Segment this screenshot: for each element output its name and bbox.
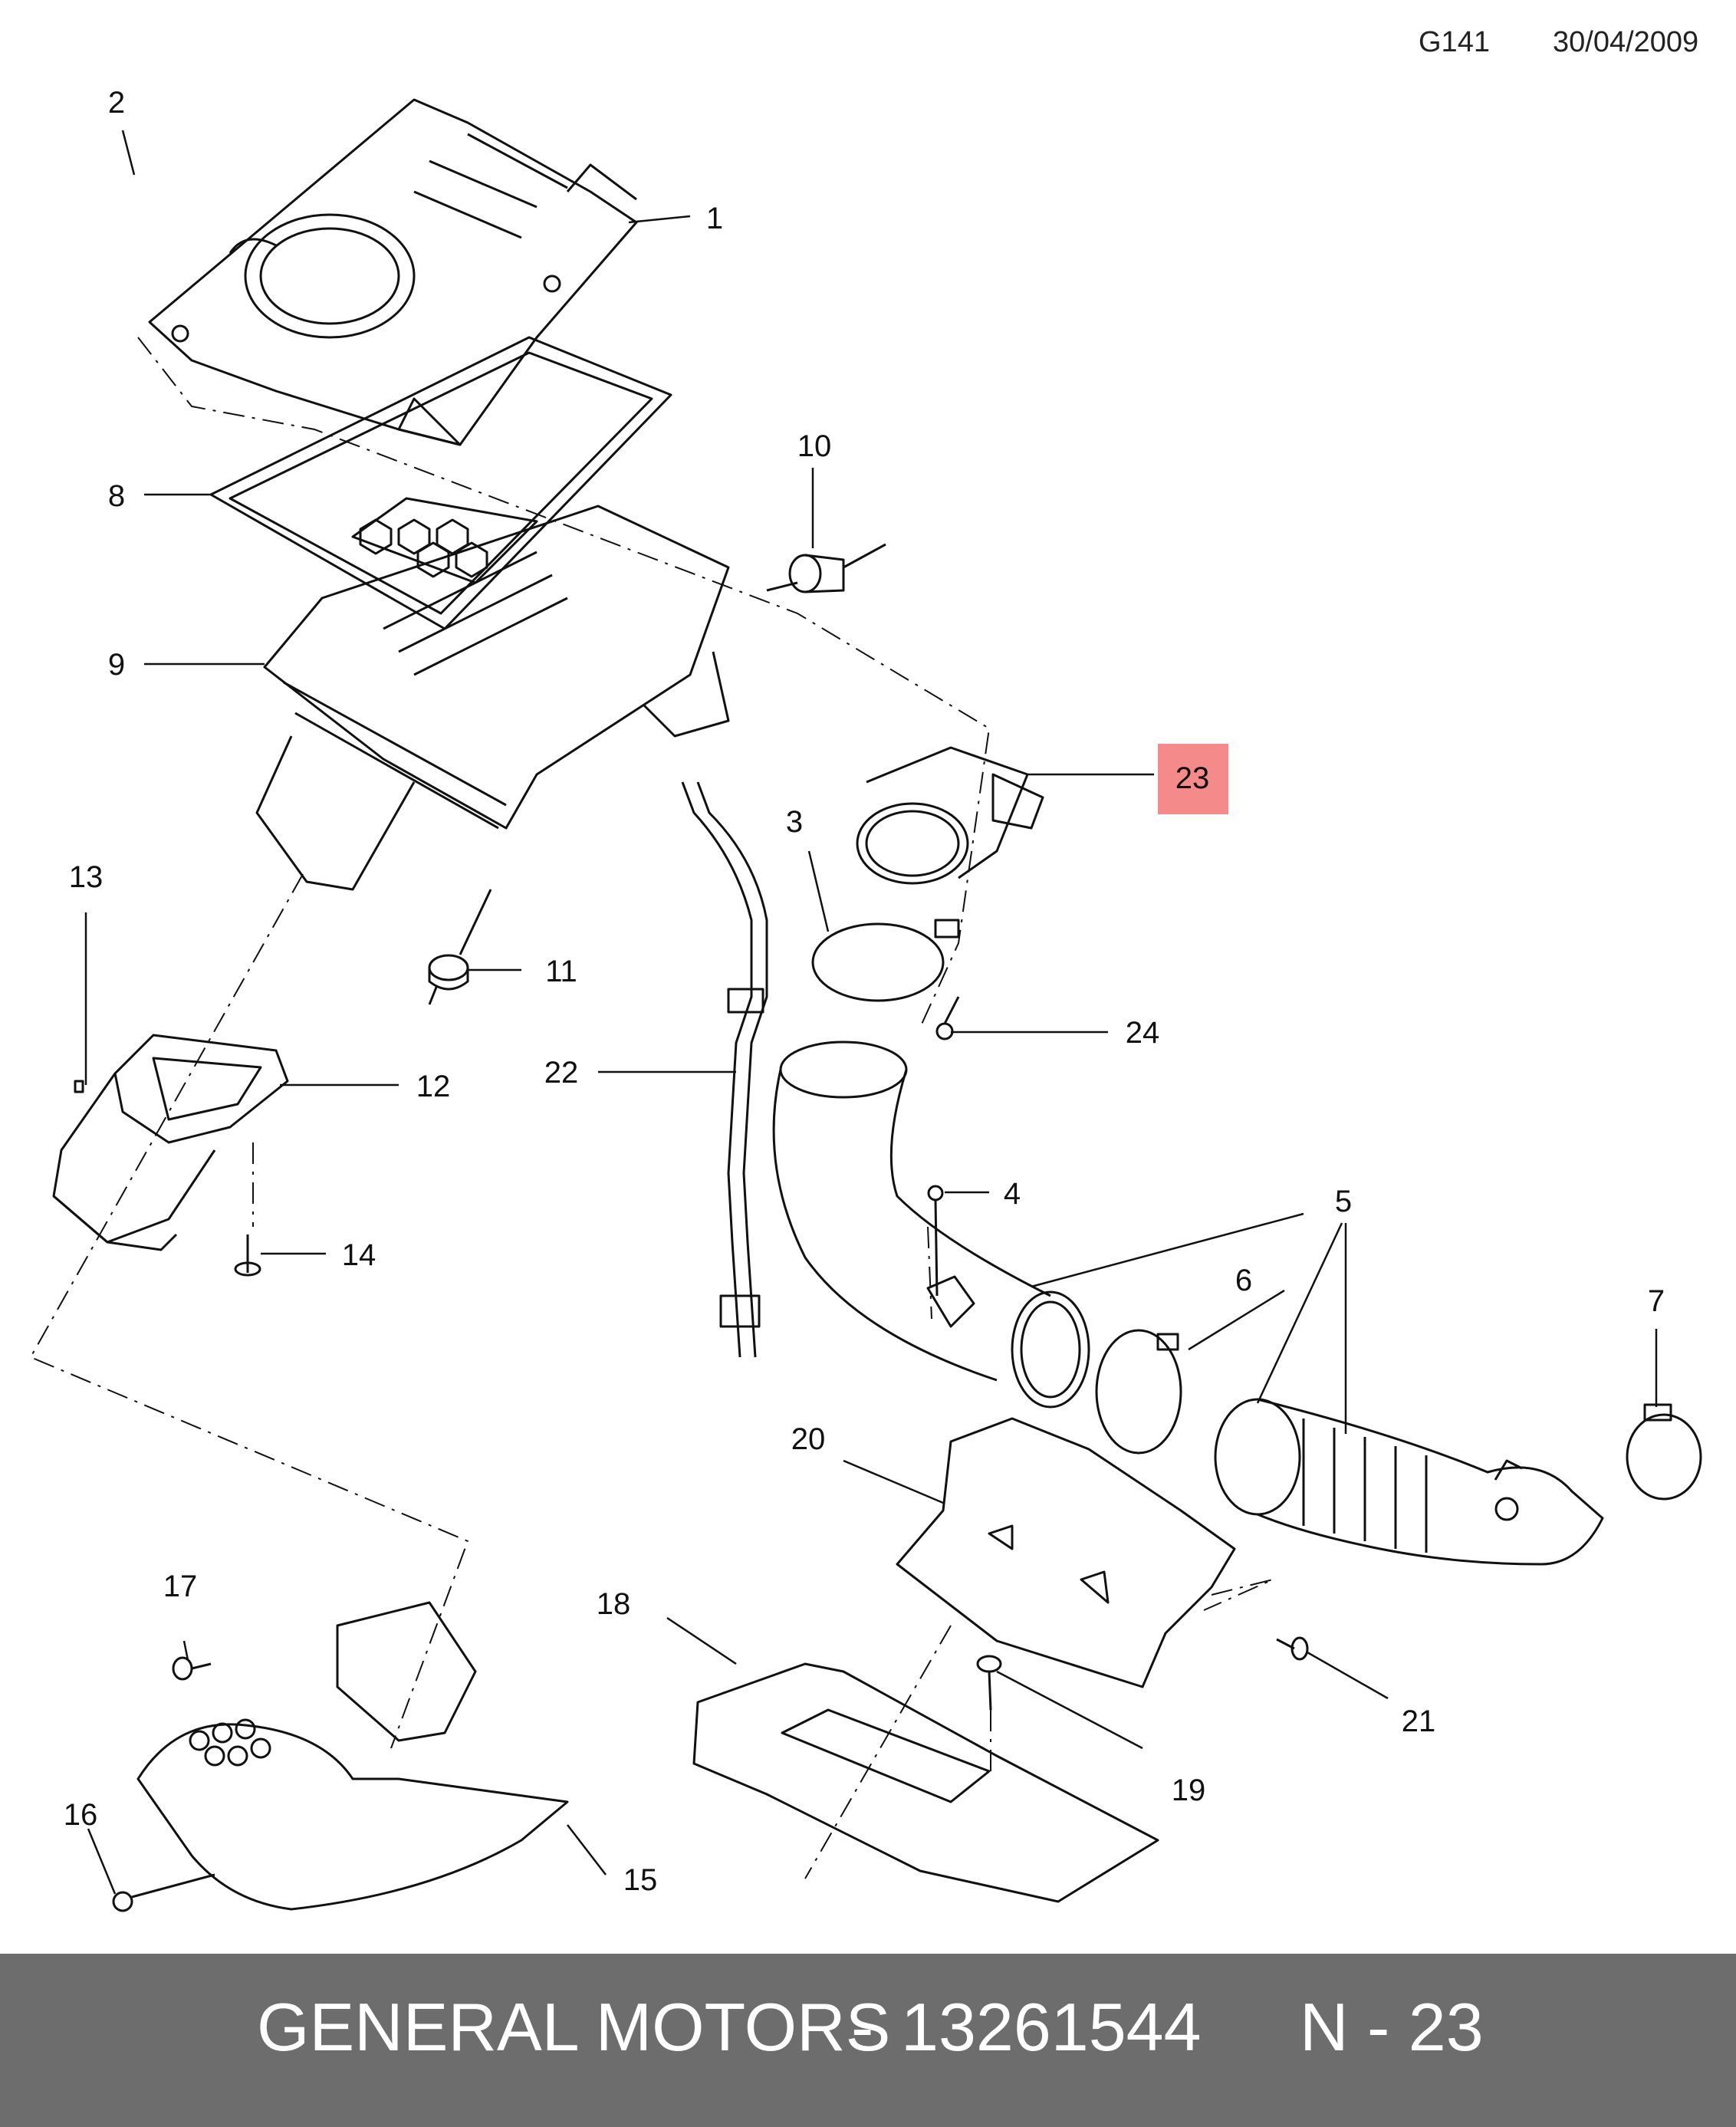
parts-diagram: 1 2 8 9 10 23 3 24 4 5 6 7 11 22 12 13 1… xyxy=(29,86,1702,1912)
footer-bar: GENERAL MOTORS - 13261544 N - 23 xyxy=(0,1954,1736,2127)
intake-duct xyxy=(772,1040,1604,1566)
callout-18: 18 xyxy=(597,1587,631,1621)
callout-22: 22 xyxy=(544,1056,579,1090)
footer-separator: - xyxy=(851,1989,874,2065)
callout-3: 3 xyxy=(786,805,803,839)
mass-air-flow-sensor xyxy=(856,746,1044,885)
callout-17: 17 xyxy=(163,1570,198,1603)
deflector xyxy=(692,1662,1159,1903)
callout-8: 8 xyxy=(108,479,125,513)
grommet-11 xyxy=(428,889,492,1005)
footer-ref: N - 23 xyxy=(1300,1989,1484,2065)
air-cleaner-cover xyxy=(148,98,638,446)
callout-19: 19 xyxy=(1172,1774,1206,1807)
push-pin-21 xyxy=(1276,1636,1309,1661)
callout-11: 11 xyxy=(545,955,577,988)
clamp-6 xyxy=(1095,1329,1182,1455)
footer-part-number: 13261544 xyxy=(901,1989,1202,2065)
callout-2: 2 xyxy=(108,86,125,120)
bolt-4 xyxy=(927,1185,944,1297)
callout-24: 24 xyxy=(1126,1016,1160,1050)
callout-5: 5 xyxy=(1335,1185,1352,1218)
callout-20: 20 xyxy=(791,1422,826,1456)
diagram-date: 30/04/2009 xyxy=(1553,26,1699,58)
diagram-code: G141 xyxy=(1419,26,1490,58)
callout-23: 23 xyxy=(1175,761,1210,795)
push-pin-17 xyxy=(172,1656,212,1681)
leader-lines xyxy=(84,130,1658,1895)
label-13 xyxy=(74,1080,84,1093)
callout-highlight-23 xyxy=(1158,744,1228,814)
callout-15: 15 xyxy=(623,1863,658,1897)
air-cleaner-housing xyxy=(255,505,730,891)
callout-16: 16 xyxy=(64,1798,98,1832)
screw-16 xyxy=(112,1873,215,1912)
push-pin-19 xyxy=(976,1655,1002,1711)
callout-1: 1 xyxy=(706,202,723,235)
vent-hose xyxy=(681,781,768,1358)
clamp-7 xyxy=(1626,1403,1702,1501)
air-filter-element xyxy=(209,336,672,630)
clamp-3 xyxy=(811,919,960,1002)
callout-7: 7 xyxy=(1648,1284,1665,1318)
duct-adapter xyxy=(52,1034,289,1251)
callout-6: 6 xyxy=(1235,1264,1252,1297)
heat-shield xyxy=(896,1417,1236,1688)
lower-duct xyxy=(136,1601,569,1911)
push-clip-14 xyxy=(234,1234,261,1277)
alignment-lines xyxy=(29,337,1274,1879)
callout-10: 10 xyxy=(797,429,832,463)
callout-12: 12 xyxy=(416,1070,451,1103)
callout-labels: 1 2 8 9 10 23 3 24 4 5 6 7 11 22 12 13 1… xyxy=(64,86,1665,1897)
callout-13: 13 xyxy=(69,860,104,894)
footer-brand: GENERAL MOTORS xyxy=(257,1989,891,2065)
callout-4: 4 xyxy=(1004,1177,1021,1211)
callout-21: 21 xyxy=(1402,1705,1436,1738)
grommet-10 xyxy=(766,543,886,593)
callout-9: 9 xyxy=(108,648,125,682)
callout-14: 14 xyxy=(342,1238,376,1272)
